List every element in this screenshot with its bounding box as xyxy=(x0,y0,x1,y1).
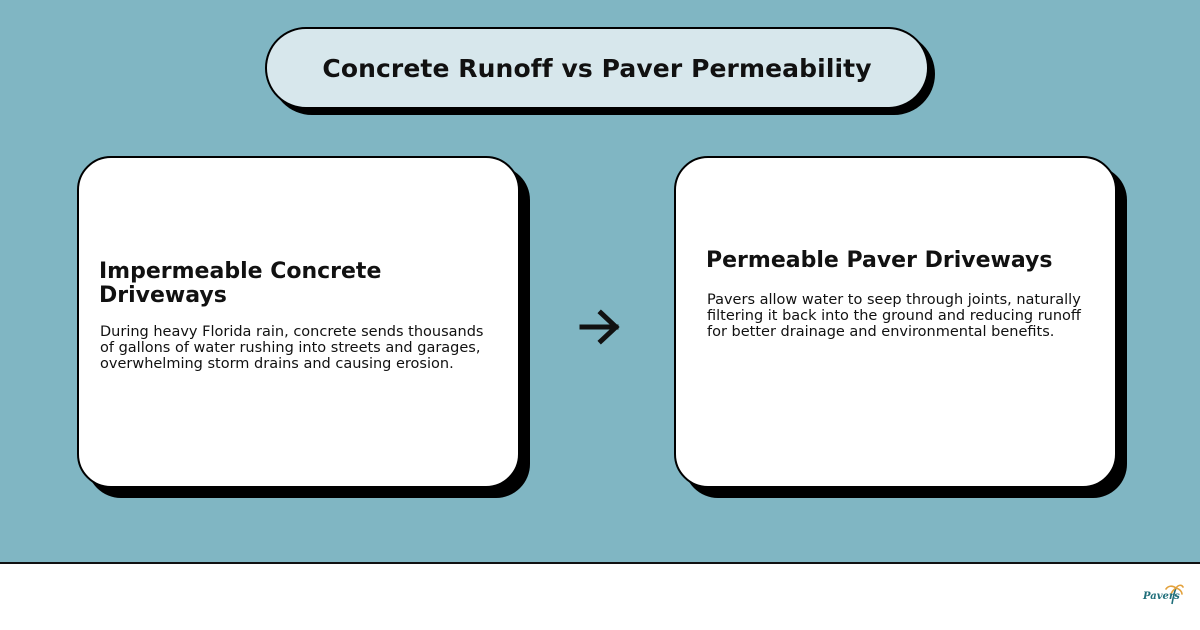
diagram-title: Concrete Runoff vs Paver Permeability xyxy=(322,53,872,83)
paver-card-heading: Permeable Paver Driveways xyxy=(706,247,1053,273)
paver-card-body: Pavers allow water to seep through joint… xyxy=(707,291,1081,340)
concrete-card-content: Impermeable Concrete Driveways During he… xyxy=(99,158,496,486)
concrete-card: Impermeable Concrete Driveways During he… xyxy=(77,156,520,488)
diagram-canvas: Concrete Runoff vs Paver Permeability Im… xyxy=(0,0,1200,562)
concrete-card-heading: Impermeable Concrete Driveways xyxy=(99,259,382,308)
paver-card: Permeable Paver Driveways Pavers allow w… xyxy=(674,156,1117,488)
arrow-right-icon xyxy=(579,309,620,345)
title-banner: Concrete Runoff vs Paver Permeability xyxy=(265,27,929,109)
footer-divider xyxy=(0,562,1200,564)
logo-text: Pavers xyxy=(1143,591,1180,602)
palm-logo-icon xyxy=(1165,584,1184,605)
concrete-card-body: During heavy Florida rain, concrete send… xyxy=(100,324,484,372)
paver-card-content: Permeable Paver Driveways Pavers allow w… xyxy=(706,158,1093,486)
